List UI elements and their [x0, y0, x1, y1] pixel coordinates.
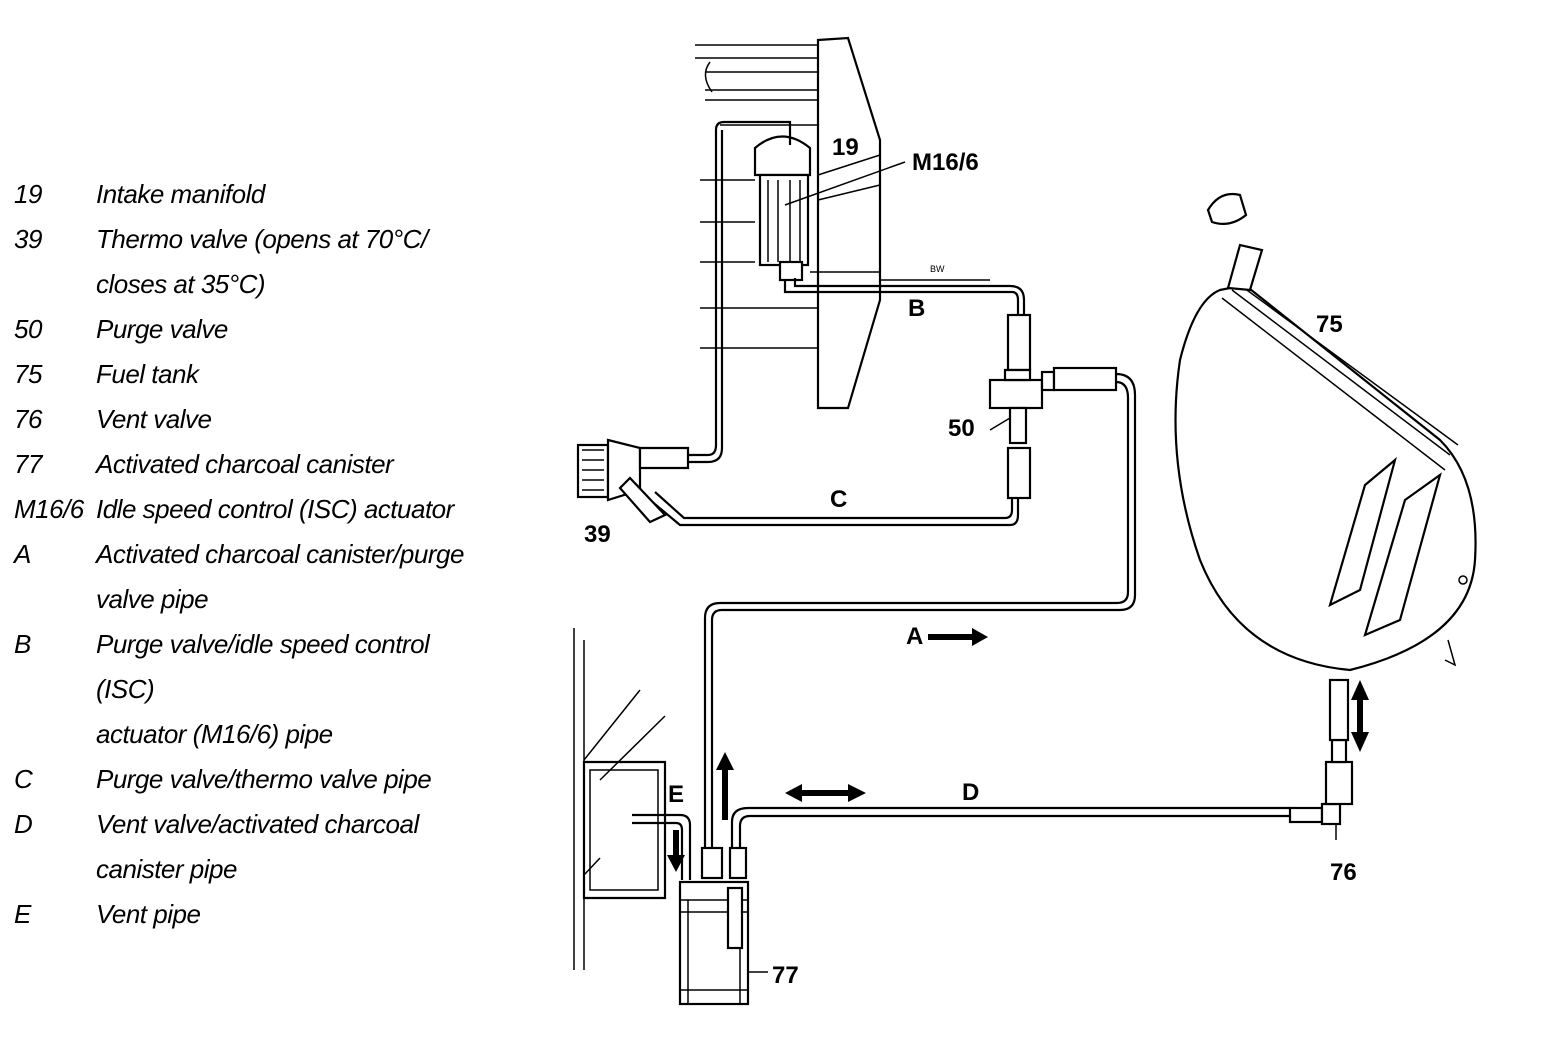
pipe-e-down-arrow — [667, 830, 685, 872]
legend-key: A — [14, 539, 31, 569]
fuel-tank — [1174, 192, 1477, 672]
label-thermo-valve: 39 — [584, 521, 611, 548]
legend-row: B Purge valve/idle speed control (ISC) — [14, 622, 484, 712]
purge-valve — [988, 313, 1118, 500]
vent-valve — [1288, 678, 1354, 840]
charcoal-canister — [678, 846, 768, 1006]
pipe-e — [632, 813, 692, 880]
label-pipe-d: D — [962, 779, 979, 806]
legend-description: Intake manifold — [96, 179, 265, 209]
label-pipe-b: B — [908, 295, 925, 322]
legend-description: Vent valve/activated charcoal — [96, 809, 419, 839]
legend-description: Activated charcoal canister — [96, 449, 394, 479]
label-pipe-a: A — [906, 623, 923, 650]
legend-row: M16/6 Idle speed control (ISC) actuator — [14, 487, 484, 532]
legend-description: Purge valve/idle speed control (ISC) — [96, 629, 430, 704]
legend-row: A Activated charcoal canister/purge — [14, 532, 484, 577]
legend-description: Purge valve/thermo valve pipe — [96, 764, 432, 794]
legend-description: Purge valve — [96, 314, 228, 344]
label-purge-valve: 50 — [948, 415, 975, 442]
legend-description: Vent pipe — [96, 899, 201, 929]
legend-key: 39 — [14, 224, 42, 254]
legend-description: Activated charcoal canister/purge — [96, 539, 464, 569]
label-canister: 77 — [772, 962, 799, 989]
label-intake-manifold: 19 — [832, 134, 859, 161]
legend-row: 19 Intake manifold — [14, 172, 484, 217]
legend-description: closes at 35°C) — [96, 269, 266, 299]
legend-row: 76 Vent valve — [14, 397, 484, 442]
thermo-valve — [576, 438, 690, 524]
legend-key: C — [14, 764, 33, 794]
legend-row: 75 Fuel tank — [14, 352, 484, 397]
legend-row: C Purge valve/thermo valve pipe — [14, 757, 484, 802]
label-isc-actuator: M16/6 — [912, 149, 979, 176]
legend-row: E Vent pipe — [14, 892, 484, 937]
legend-description: valve pipe — [96, 584, 209, 614]
label-wire-code: BW — [930, 264, 945, 274]
pipe-b — [783, 280, 1020, 315]
legend-description: actuator (M16/6) pipe — [96, 719, 333, 749]
pipe-d — [738, 814, 1290, 850]
thermo-valve-upper-pipe — [630, 120, 792, 457]
legend-row: canister pipe — [14, 847, 484, 892]
legend-description: Thermo valve (opens at 70°C/ — [96, 224, 428, 254]
legend-key: 76 — [14, 404, 42, 434]
legend-row: 50 Purge valve — [14, 307, 484, 352]
legend-description: Fuel tank — [96, 359, 199, 389]
legend-key: 77 — [14, 449, 42, 479]
legend-description: Idle speed control (ISC) actuator — [96, 494, 454, 524]
legend-key: 19 — [14, 179, 42, 209]
label-fuel-tank: 75 — [1316, 311, 1343, 338]
fuel-tank-vent-arrow — [1351, 680, 1369, 752]
legend-key: B — [14, 629, 31, 659]
pipe-a — [710, 372, 1137, 848]
canister-up-arrow — [716, 752, 734, 820]
legend-row: closes at 35°C) — [14, 262, 484, 307]
legend-row: valve pipe — [14, 577, 484, 622]
pipe-d-flow-arrow — [785, 784, 866, 802]
legend-description: canister pipe — [96, 854, 237, 884]
isc-actuator — [753, 135, 906, 282]
legend-row: 77 Activated charcoal canister — [14, 442, 484, 487]
body-bracket — [573, 628, 667, 970]
pipe-c — [649, 498, 1020, 527]
intake-manifold — [695, 36, 882, 410]
legend-key: D — [14, 809, 33, 839]
legend-key: 50 — [14, 314, 42, 344]
legend-row: actuator (M16/6) pipe — [14, 712, 484, 757]
legend-description: Vent valve — [96, 404, 212, 434]
legend: 19 Intake manifold 39 Thermo valve (opens a… — [14, 172, 484, 937]
pipe-a-flow-arrow — [928, 628, 988, 646]
legend-row: D Vent valve/activated charcoal — [14, 802, 484, 847]
legend-key: M16/6 — [14, 494, 84, 524]
label-vent-valve: 76 — [1330, 859, 1357, 886]
legend-key: 75 — [14, 359, 42, 389]
label-pipe-e: E — [668, 781, 684, 808]
label-pipe-c: C — [830, 486, 847, 513]
legend-key: E — [14, 899, 31, 929]
legend-row: 39 Thermo valve (opens at 70°C/ — [14, 217, 484, 262]
